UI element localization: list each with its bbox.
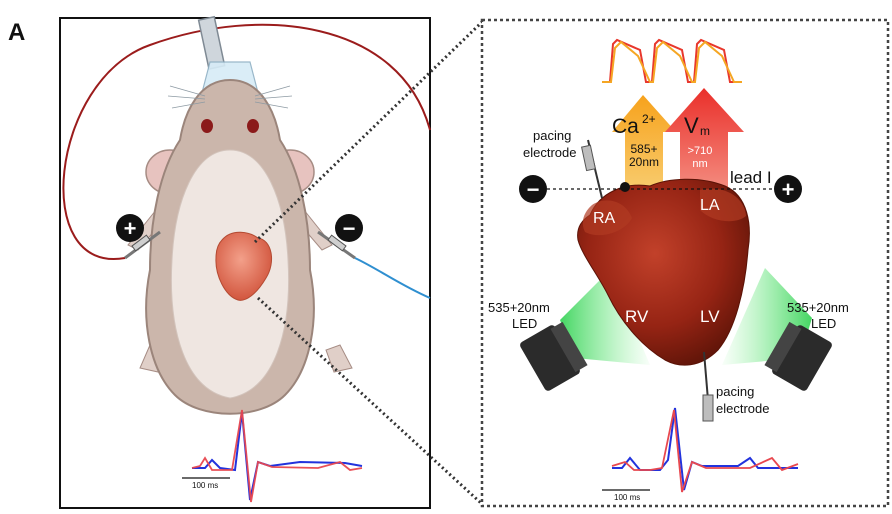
led-left-line2: LED (512, 316, 537, 331)
negative-electrode-badge: − (335, 214, 363, 242)
panel-label: A (8, 19, 25, 46)
pacing-top-line2: electrode (523, 145, 576, 160)
chamber-la: LA (700, 197, 720, 214)
led-right-line1: 535+20nm (787, 300, 849, 315)
vm-symbol: V (684, 113, 699, 138)
left-led (520, 321, 588, 391)
lead-positive-badge: + (774, 175, 802, 203)
left-electrode-needle (124, 230, 161, 260)
pacing-bottom-line2: electrode (716, 401, 769, 416)
red-wire (62, 23, 431, 261)
right-ecg-red (611, 409, 799, 493)
ca-wavelength-line1: 585+ (630, 142, 657, 156)
chamber-ra: RA (593, 210, 616, 227)
right-scale-label: 100 ms (614, 493, 640, 502)
ca-superscript: 2+ (642, 112, 656, 126)
left-panel: + − 100 ms (59, 15, 431, 509)
left-atrium (700, 188, 746, 222)
right-eye (247, 119, 259, 133)
ecg-red-trace (191, 409, 363, 503)
vm-subscript: m (700, 124, 710, 138)
mouse-heart (215, 231, 273, 301)
right-led (764, 321, 832, 391)
lead-negative-badge: − (519, 175, 547, 203)
led-right-line2: LED (811, 316, 836, 331)
ca-wavelength-line2: 20nm (629, 155, 659, 169)
pacing-bottom-line1: pacing (716, 384, 754, 399)
bottom-pacing-electrode: pacing electrode (702, 351, 769, 422)
svg-text:−: − (527, 177, 540, 202)
whiskers (167, 85, 293, 109)
ca-emission-arrow: Ca 2+ 585+ 20nm (612, 95, 676, 205)
svg-text:−: − (343, 216, 356, 241)
right-panel: Ca 2+ 585+ 20nm V m >710 nm − + (480, 18, 890, 508)
optical-traces (602, 38, 742, 83)
svg-text:+: + (782, 177, 795, 202)
left-ecg-trace: 100 ms (182, 409, 363, 503)
chamber-lv: LV (700, 307, 720, 326)
zoom-line-bottom (256, 296, 484, 506)
blue-wire (354, 257, 431, 299)
vm-optical-trace (602, 38, 742, 83)
right-electrode-needle (317, 230, 356, 260)
left-eye (201, 119, 213, 133)
vm-wavelength-line2: nm (692, 158, 707, 170)
pacing-top-line1: pacing (533, 128, 571, 143)
left-led-light-cone (560, 270, 650, 365)
right-ecg-blue (612, 407, 798, 491)
positive-electrode-badge: + (116, 214, 144, 242)
vm-emission-arrow: V m >710 nm (665, 88, 744, 205)
ca-optical-trace (602, 40, 742, 83)
left-scale-label: 100 ms (192, 481, 218, 490)
right-ecg-trace: 100 ms (602, 407, 799, 502)
ca-symbol: Ca (612, 115, 639, 138)
right-atrium (582, 200, 632, 236)
lead-i-label: lead I (730, 168, 772, 187)
vm-wavelength-line1: >710 (688, 145, 713, 157)
svg-text:+: + (124, 216, 137, 241)
chamber-rv: RV (625, 307, 649, 326)
top-pacing-electrode: pacing electrode (523, 128, 630, 199)
led-left-line1: 535+20nm (488, 300, 550, 315)
